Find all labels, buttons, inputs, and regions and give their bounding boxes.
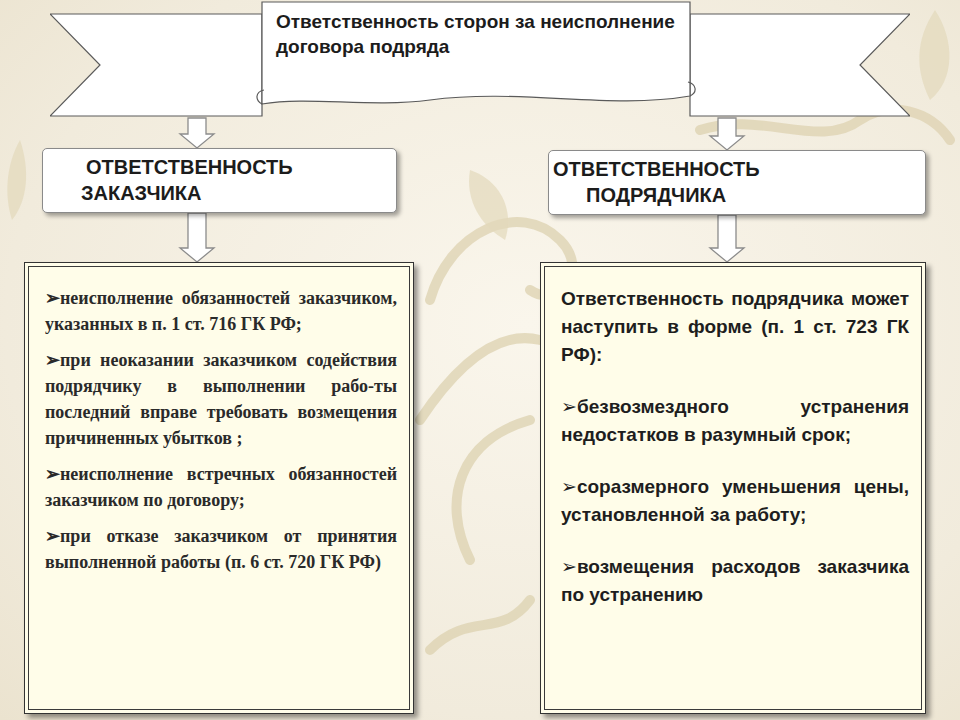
title-area: Ответственность сторон за неисполнение д… [276,9,681,59]
list-item: ➢при неоказании заказчиком содействия по… [45,347,397,451]
list-item: ➢безвозмездного устранения недостатков в… [561,393,909,449]
list-box: ➢неисполнение обязанностей заказчиком, у… [24,262,414,714]
block-arrow [180,118,214,148]
list-item: ➢при отказе заказчиком от принятия выпол… [45,523,397,575]
heading-box: ОТВЕТСТВЕННОСТЬ ПОДРЯДЧИКА [548,150,926,215]
block-arrow [180,213,214,262]
ribbon-tail [50,14,262,116]
list-item: ➢неисполнение встречных обязанностей зак… [45,461,397,513]
block-arrow [710,118,744,150]
list-item: ➢возмещения расходов заказчика по устран… [561,553,909,609]
title-text: Ответственность сторон за неисполнение д… [276,9,681,59]
title-ribbon: Ответственность сторон за неисполнение д… [50,0,910,118]
list-item: Ответственность подрядчика может наступи… [561,285,909,369]
list-item: ➢неисполнение обязанностей заказчиком, у… [45,285,397,337]
ribbon-scroll [262,2,690,104]
heading-box: ОТВЕТСТВЕННОСТЬ ЗАКАЗЧИКА [42,148,397,213]
block-arrow [710,215,744,262]
ribbon-fold [257,82,695,104]
heading-text: ОТВЕТСТВЕННОСТЬ ПОДРЯДЧИКА [586,156,826,208]
ribbon-tail [690,14,910,116]
heading-text: ОТВЕТСТВЕННОСТЬ ЗАКАЗЧИКА [81,154,321,206]
list-item: ➢соразмерного уменьшения цены, установле… [561,473,909,529]
list-box: Ответственность подрядчика может наступи… [540,262,926,714]
